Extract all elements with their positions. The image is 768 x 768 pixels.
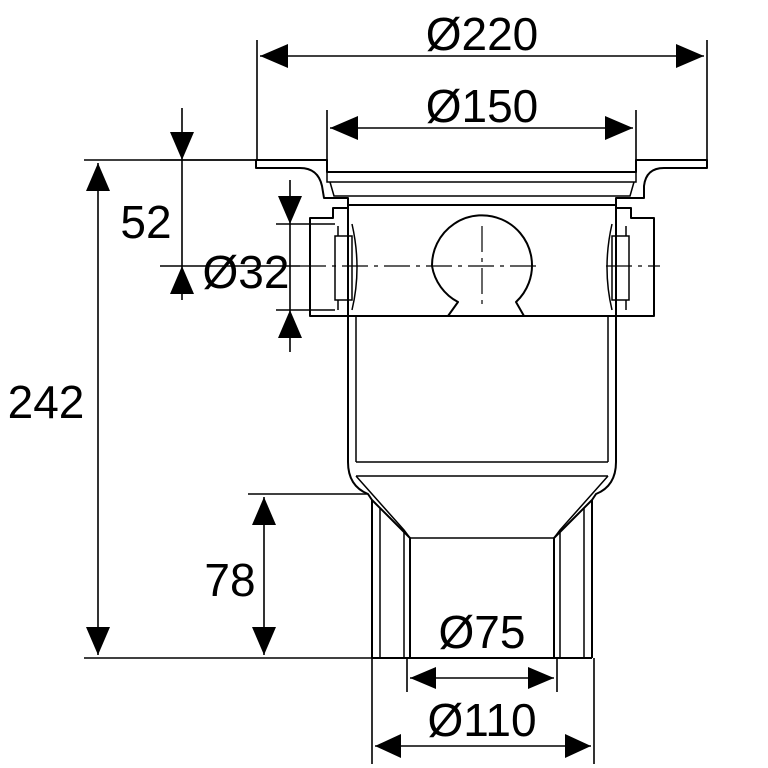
top-flange — [255, 159, 708, 206]
arrowhead — [410, 667, 436, 689]
dimension-outlet-height: 78 — [204, 493, 368, 655]
dimensions: Ø220 Ø150 52 Ø32 242 — [8, 8, 708, 764]
arrowhead — [676, 44, 704, 68]
drain-body — [255, 159, 708, 659]
arrowhead — [375, 734, 401, 758]
left-inlet-socket — [334, 226, 353, 310]
arrowhead — [528, 667, 554, 689]
dimension-top-inner: Ø150 — [326, 80, 637, 160]
dimension-label-total-height: 242 — [8, 376, 85, 428]
arrowhead — [170, 132, 194, 160]
outlet-cone — [355, 475, 609, 539]
main-body — [347, 316, 617, 658]
outlet-spigot — [371, 500, 593, 659]
arrowhead — [170, 266, 194, 294]
arrowhead — [86, 627, 110, 655]
dimension-label-inlet-offset: 52 — [120, 196, 171, 248]
left-inlet-wall — [351, 223, 358, 311]
arrowhead — [252, 497, 276, 525]
dimension-label-outlet-height: 78 — [204, 554, 255, 606]
arrowhead — [605, 116, 633, 140]
arrowhead — [252, 627, 276, 655]
dimension-total-height: 242 — [8, 159, 372, 659]
dimension-outlet-outer: Ø110 — [371, 658, 595, 764]
dimension-label-outlet-outer: Ø110 — [427, 694, 536, 746]
dimension-top-outer: Ø220 — [256, 8, 708, 160]
body-inner-wall — [355, 316, 609, 477]
dimension-label-top-outer: Ø220 — [426, 8, 539, 60]
right-inlet-socket — [611, 226, 630, 310]
right-inlet-cup — [616, 207, 655, 317]
left-inlet-cup — [309, 207, 348, 317]
dimension-label-side-inlet: Ø32 — [203, 246, 290, 298]
dimension-side-inlet: Ø32 — [203, 180, 335, 352]
arrowhead — [565, 734, 591, 758]
right-inlet-wall — [606, 223, 613, 311]
arrowhead — [278, 310, 302, 338]
side-inlet-circle — [430, 214, 533, 317]
dimension-outlet-inner: Ø75 — [406, 606, 558, 692]
arrowhead — [260, 44, 288, 68]
grating-recess — [326, 172, 637, 197]
dimension-label-outlet-inner: Ø75 — [439, 606, 526, 658]
arrowhead — [330, 116, 358, 140]
center-lines — [300, 226, 660, 306]
dimension-label-top-inner: Ø150 — [426, 80, 539, 132]
arrowhead — [278, 196, 302, 224]
outlet-inner-wall — [379, 508, 585, 658]
arrowhead — [86, 163, 110, 191]
